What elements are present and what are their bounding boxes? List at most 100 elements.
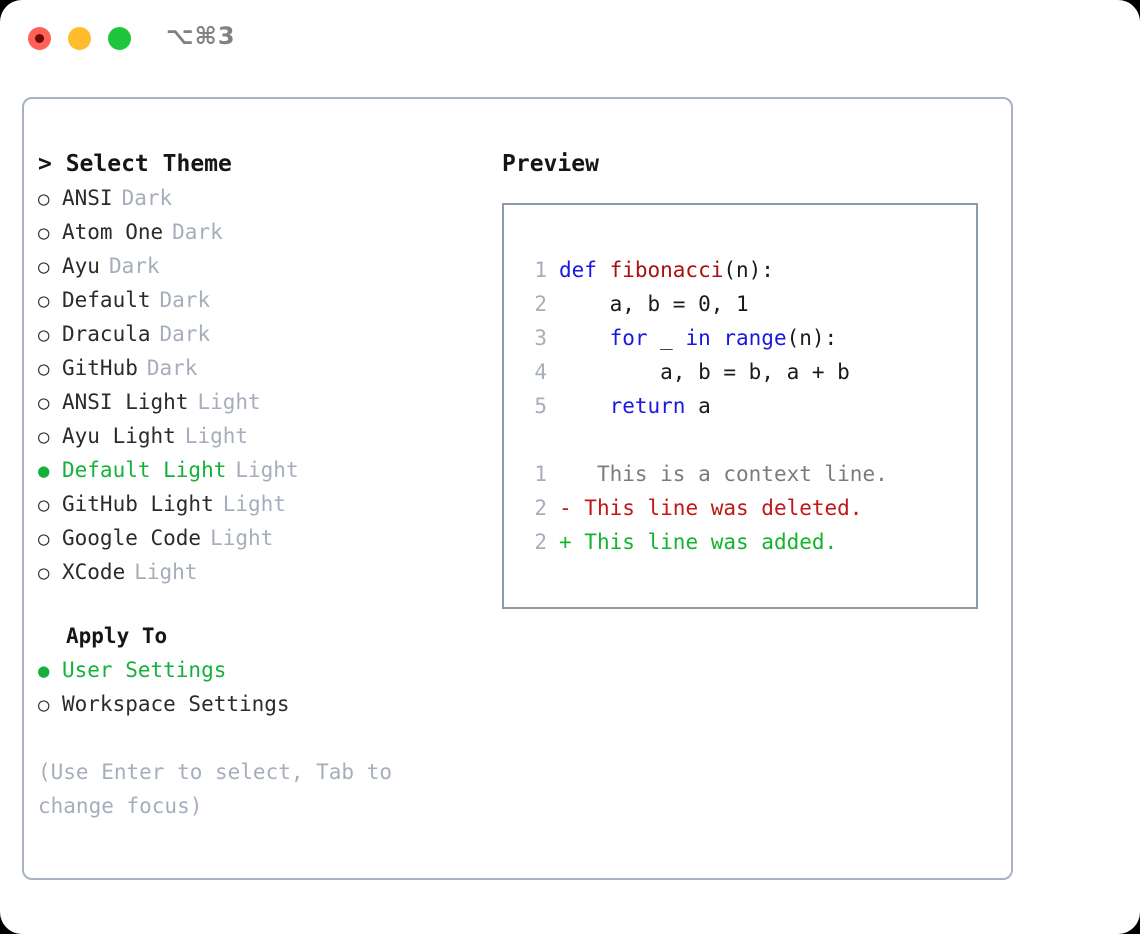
radio-unselected-icon: ○ [38,528,50,550]
line-number: 2 [534,292,547,316]
theme-item-label: Dracula [62,322,151,346]
theme-list-header: > Select Theme [38,151,232,177]
theme-item-google-code[interactable]: ○ Google Code Light [38,521,478,555]
window-title: ⌥⌘3 [166,22,236,50]
line-number: 1 [534,462,547,486]
diff-line-del: 2- This line was deleted. [517,491,968,525]
radio-unselected-icon: ○ [38,494,50,516]
apply-to-option-workspace-settings[interactable]: ○ Workspace Settings [38,687,478,721]
diff-line-text: This is a context line. [571,462,888,486]
theme-item-label: Google Code [62,526,202,550]
radio-unselected-icon: ○ [38,290,50,312]
code-line: 1 def fibonacci(n): [517,253,968,287]
diff-marker [559,457,572,491]
diff-line-text: This line was deleted. [571,496,863,520]
theme-item-label: ANSI [62,186,113,210]
code-line-text: a, b = b, a + b [559,355,850,389]
code-line-text: return a [559,389,711,423]
theme-item-category: Light [134,560,198,584]
theme-item-category: Dark [146,356,198,380]
theme-item-label: Default [62,288,151,312]
keyboard-hint-text: (Use Enter to select, Tab to change focu… [38,760,393,818]
theme-item-category: Dark [159,288,211,312]
theme-item-category: Dark [172,220,223,244]
close-icon [35,34,44,43]
theme-item-category: Light [197,390,261,414]
code-token-kw: in range [685,326,787,350]
apply-to-header: Apply To [66,624,168,648]
line-number: 2 [534,530,547,554]
code-token-fn: fibonacci [609,258,724,282]
theme-item-category: Light [210,526,274,550]
radio-unselected-icon: ○ [38,358,50,380]
theme-item-xcode[interactable]: ○ XCode Light [38,555,478,589]
theme-item-label: GitHub Light [62,492,214,516]
line-number: 4 [534,360,547,384]
code-token-txt: _ [660,326,686,350]
theme-item-label: Atom One [62,220,164,244]
radio-unselected-icon: ○ [38,324,50,346]
diff-line-text: This line was added. [571,530,838,554]
theme-item-label: Default Light [62,458,227,482]
code-line-text: def fibonacci(n): [559,253,774,287]
theme-item-category: Dark [121,186,173,210]
radio-unselected-icon: ○ [38,256,50,278]
line-number: 3 [534,326,547,350]
apply-to-list: ●User Settings ○ Workspace Settings [38,653,478,721]
radio-unselected-icon: ○ [38,392,50,414]
code-token-kw: def [559,258,610,282]
theme-item-ansi-light[interactable]: ○ ANSI Light Light [38,385,478,419]
theme-item-github-light[interactable]: ○ GitHub Light Light [38,487,478,521]
theme-item-label: Ayu [62,254,100,278]
apply-to-option-label: Workspace Settings [62,692,290,716]
diff-line-context: 1 This is a context line. [517,457,968,491]
radio-unselected-icon: ○ [38,222,50,244]
code-token-kw: return [559,394,699,418]
code-line: 3 for _ in range(n): [517,321,968,355]
theme-item-ansi[interactable]: ○ ANSI Dark [38,181,478,215]
radio-unselected-icon: ○ [38,188,50,210]
apply-to-option-label: User Settings [62,658,227,682]
apply-to-option-user-settings[interactable]: ●User Settings [38,653,478,687]
code-token-txt: a, b = b, a + b [559,360,850,384]
apply-to-section: Apply To ●User Settings ○ Workspace Settin… [38,619,478,721]
radio-selected-icon: ● [38,460,50,482]
theme-item-ayu[interactable]: ○ Ayu Dark [38,249,478,283]
preview-header: Preview [502,151,599,177]
theme-item-default[interactable]: ○ Default Dark [38,283,478,317]
diff-marker: - [559,496,572,520]
line-number: 5 [534,394,547,418]
code-line: 4 a, b = b, a + b [517,355,968,389]
code-line: 5 return a [517,389,968,423]
code-line-text: for _ in range(n): [559,321,838,355]
radio-unselected-icon: ○ [38,694,50,716]
code-token-txt: a, b = 0, 1 [559,292,749,316]
theme-item-category: Dark [108,254,160,278]
theme-item-atom-one[interactable]: ○ Atom One Dark [38,215,478,249]
code-line: 2 a, b = 0, 1 [517,287,968,321]
code-token-txt: (n): [723,258,774,282]
theme-item-category: Light [184,424,249,448]
code-token-txt: (n): [786,326,838,350]
theme-item-category: Light [222,492,286,516]
radio-unselected-icon: ○ [38,426,50,448]
maximize-window-button[interactable] [108,27,131,50]
minimize-window-button[interactable] [68,27,91,50]
radio-unselected-icon: ○ [38,562,50,584]
titlebar: ⌥⌘3 [0,0,1140,78]
line-number: 1 [534,258,547,282]
theme-item-label: ANSI Light [62,390,189,414]
theme-item-label: XCode [62,560,126,584]
code-token-txt: a [698,394,711,418]
